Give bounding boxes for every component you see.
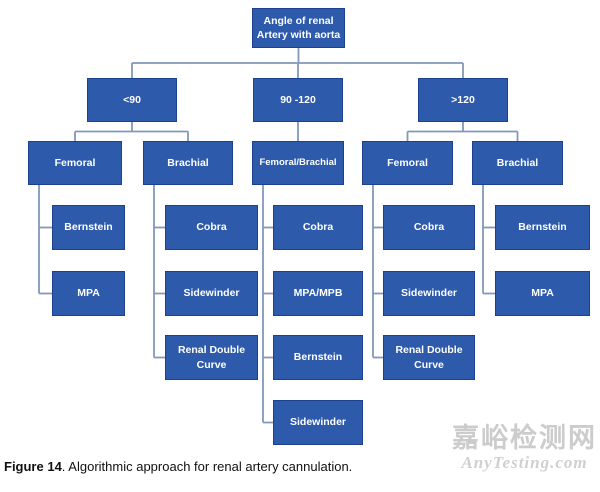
watermark-chinese-text: 嘉峪检测网 bbox=[452, 423, 597, 454]
node-cobra-1: Cobra bbox=[165, 205, 258, 250]
figure-caption: Figure 14. Algorithmic approach for rena… bbox=[4, 459, 352, 474]
node-bernstein-2: Bernstein bbox=[273, 335, 363, 380]
node-sidewinder-1: Sidewinder bbox=[165, 271, 258, 316]
node-cobra-3: Cobra bbox=[383, 205, 475, 250]
node-cobra-2: Cobra bbox=[273, 205, 363, 250]
watermark: 嘉峪检测网 AnyTesting.com bbox=[452, 424, 597, 472]
node-renal-double-curve-2: Renal Double Curve bbox=[383, 335, 475, 380]
node-brachial-1: Brachial bbox=[143, 141, 233, 185]
node-femoral-1: Femoral bbox=[28, 141, 122, 185]
node-gt120: >120 bbox=[418, 78, 508, 122]
node-femoral-2: Femoral bbox=[362, 141, 453, 185]
node-mpa-1: MPA bbox=[52, 271, 125, 316]
node-mpa-mpb: MPA/MPB bbox=[273, 271, 363, 316]
node-renal-double-curve-1: Renal Double Curve bbox=[165, 335, 258, 380]
figure-caption-label: Figure 14 bbox=[4, 459, 62, 474]
figure-caption-text: . Algorithmic approach for renal artery … bbox=[61, 459, 353, 474]
node-bernstein-3: Bernstein bbox=[495, 205, 590, 250]
watermark-url-text: AnyTesting.com bbox=[461, 452, 588, 472]
node-sidewinder-3: Sidewinder bbox=[383, 271, 475, 316]
node-bernstein-1: Bernstein bbox=[52, 205, 125, 250]
node-mpa-2: MPA bbox=[495, 271, 590, 316]
node-femoral-brachial: Femoral/Brachial bbox=[252, 141, 344, 185]
node-brachial-2: Brachial bbox=[472, 141, 563, 185]
node-lt90: <90 bbox=[87, 78, 177, 122]
node-root: Angle of renal Artery with aorta bbox=[252, 8, 345, 48]
node-sidewinder-2: Sidewinder bbox=[273, 400, 363, 445]
node-mid90-120: 90 -120 bbox=[253, 78, 343, 122]
